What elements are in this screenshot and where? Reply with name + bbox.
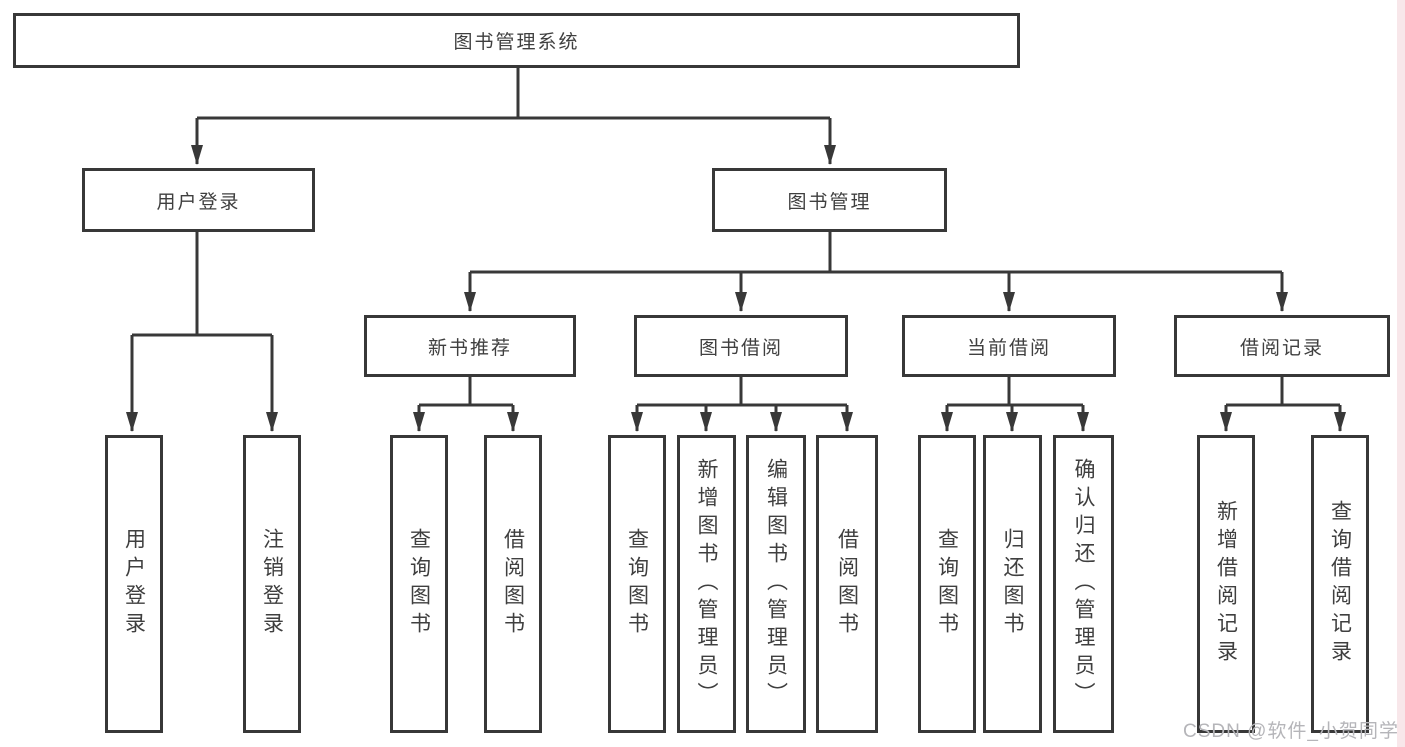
- watermark: CSDN @软件_小贺同学: [1183, 721, 1399, 742]
- leaf-label: 借阅图书: [835, 528, 859, 640]
- leaf-label: 新增借阅记录: [1214, 500, 1238, 668]
- leaf-label: 查询图书: [407, 528, 431, 640]
- leaf-label: 查询图书: [935, 528, 959, 640]
- leaf-label: 借阅图书: [501, 528, 525, 640]
- node-label: 新书推荐: [427, 337, 512, 359]
- node-label: 当前借阅: [966, 337, 1051, 359]
- node-new-book-recommendation: 新书推荐: [364, 315, 576, 377]
- leaf-logout: 注销登录: [243, 435, 301, 733]
- leaf-add-books-admin: 新增图书（管理员）: [677, 435, 736, 733]
- leaf-label: 归还图书: [1001, 528, 1024, 640]
- leaf-return-books: 归还图书: [983, 435, 1042, 733]
- leaf-user-login: 用户登录: [105, 435, 163, 733]
- leaf-query-books-current: 查询图书: [918, 435, 976, 733]
- node-borrowing-records: 借阅记录: [1174, 315, 1390, 377]
- leaf-label: 注销登录: [260, 528, 284, 640]
- node-label: 图书管理: [787, 191, 872, 213]
- leaf-label: 新增图书（管理员）: [695, 458, 718, 710]
- leaf-edit-books-admin: 编辑图书（管理员）: [746, 435, 806, 733]
- node-book-borrowing: 图书借阅: [634, 315, 848, 377]
- node-label: 用户登录: [156, 191, 241, 213]
- leaf-query-books-recommend: 查询图书: [390, 435, 448, 733]
- leaf-label: 查询借阅记录: [1328, 500, 1352, 668]
- leaf-confirm-return-admin: 确认归还（管理员）: [1053, 435, 1114, 733]
- leaf-label: 确认归还（管理员）: [1072, 458, 1095, 710]
- node-user-login: 用户登录: [82, 168, 315, 232]
- node-label: 借阅记录: [1239, 337, 1324, 359]
- pink-edge-strip: [1397, 0, 1405, 747]
- leaf-add-borrow-record: 新增借阅记录: [1197, 435, 1255, 733]
- node-current-borrowing: 当前借阅: [902, 315, 1116, 377]
- node-book-management: 图书管理: [712, 168, 947, 232]
- leaf-query-books-borrowing: 查询图书: [608, 435, 666, 733]
- leaf-borrow-books-recommend: 借阅图书: [484, 435, 542, 733]
- leaf-label: 编辑图书（管理员）: [764, 458, 788, 710]
- node-label: 图书借阅: [698, 337, 783, 359]
- leaf-borrow-books: 借阅图书: [816, 435, 878, 733]
- node-label: 图书管理系统: [453, 32, 580, 53]
- leaf-label: 查询图书: [625, 528, 649, 640]
- node-root-system: 图书管理系统: [13, 13, 1020, 68]
- leaf-label: 用户登录: [122, 528, 146, 640]
- leaf-query-borrow-record: 查询借阅记录: [1311, 435, 1369, 733]
